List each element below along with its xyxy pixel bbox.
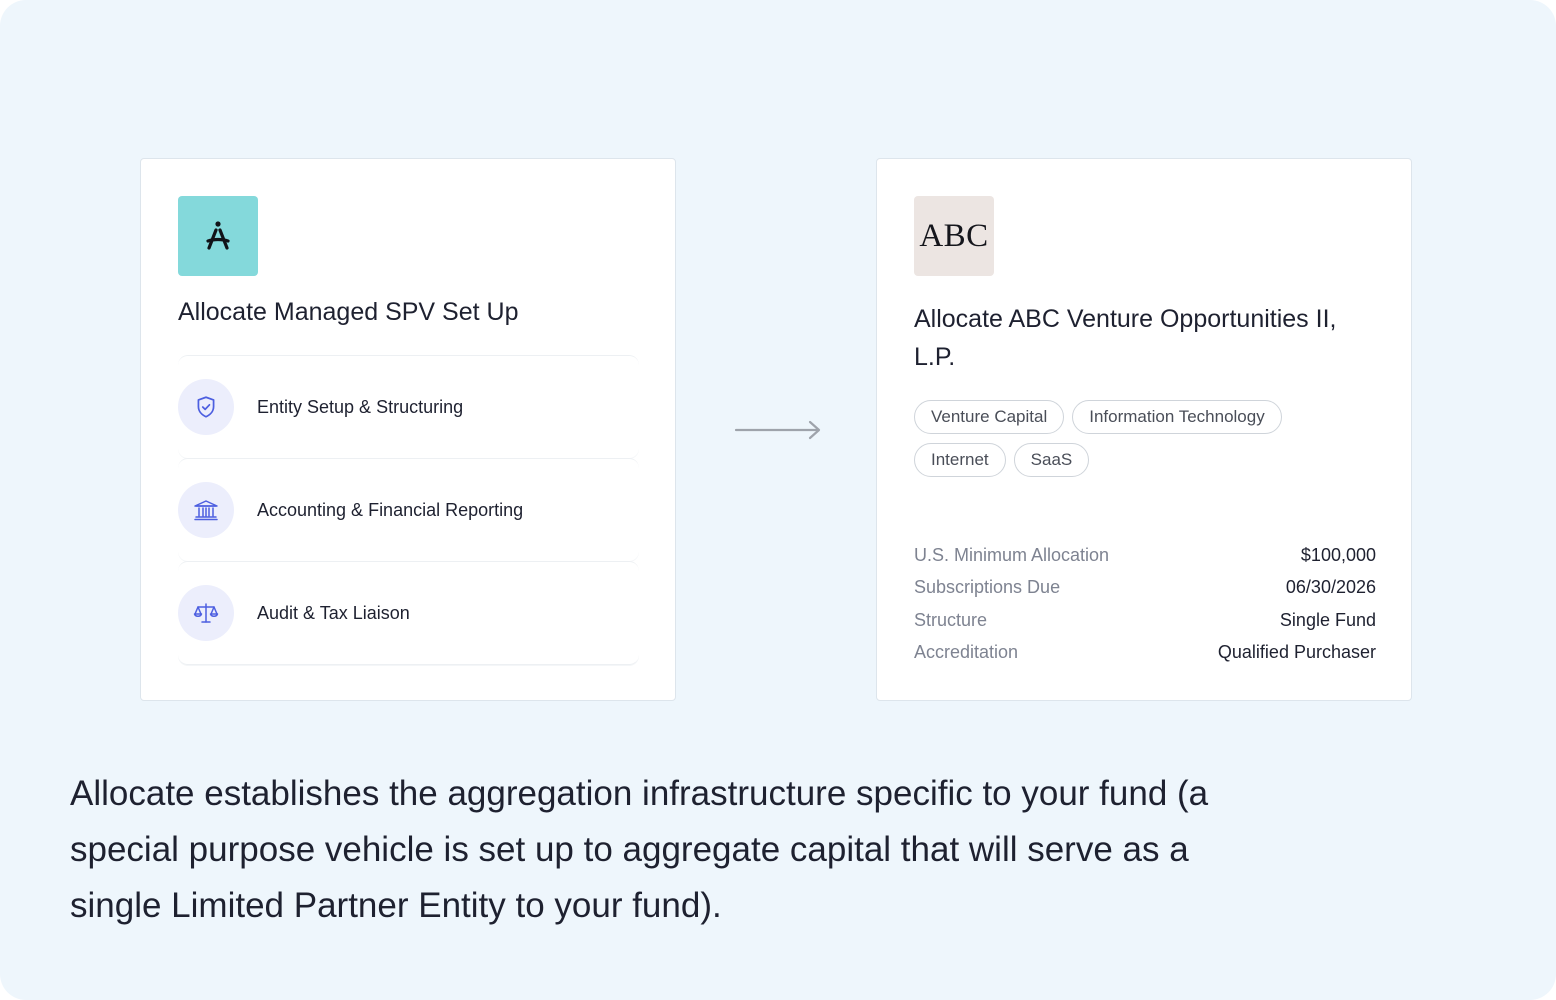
detail-label: Accreditation bbox=[914, 642, 1019, 663]
fund-card-title: Allocate ABC Venture Opportunities II, L… bbox=[914, 305, 1337, 371]
tag-internet: Internet bbox=[914, 443, 1006, 477]
spv-card-title: Allocate Managed SPV Set Up bbox=[178, 298, 519, 326]
abc-logo: ABC bbox=[914, 196, 994, 276]
tag-information-technology: Information Technology bbox=[1072, 400, 1282, 434]
scale-icon bbox=[178, 585, 234, 641]
service-label: Entity Setup & Structuring bbox=[257, 396, 464, 417]
detail-value: $100,000 bbox=[1300, 544, 1376, 565]
right-arrow-icon bbox=[734, 418, 824, 447]
detail-label: U.S. Minimum Allocation bbox=[914, 544, 1110, 565]
detail-label: Structure bbox=[914, 609, 988, 630]
detail-row-subscriptions-due: Subscriptions Due 06/30/2026 bbox=[914, 572, 1376, 605]
tag-venture-capital: Venture Capital bbox=[914, 400, 1065, 434]
detail-value: Qualified Purchaser bbox=[1217, 642, 1376, 663]
service-label: Audit & Tax Liaison bbox=[257, 602, 410, 623]
detail-row-structure: Structure Single Fund bbox=[914, 604, 1376, 637]
fund-card: ABC Allocate ABC Venture Opportunities I… bbox=[876, 158, 1412, 701]
tag-saas: SaaS bbox=[1013, 443, 1090, 477]
fund-details: U.S. Minimum Allocation $100,000 Subscri… bbox=[914, 539, 1376, 669]
spv-setup-card: Allocate Managed SPV Set Up Entity Setup… bbox=[140, 158, 676, 701]
service-accounting: Accounting & Financial Reporting bbox=[178, 458, 639, 561]
service-entity-setup: Entity Setup & Structuring bbox=[178, 355, 639, 458]
allocate-logo-icon bbox=[178, 196, 258, 276]
detail-label: Subscriptions Due bbox=[914, 577, 1061, 598]
shield-check-icon bbox=[178, 379, 234, 435]
detail-row-accreditation: Accreditation Qualified Purchaser bbox=[914, 637, 1376, 670]
fund-tags: Venture Capital Information Technology I… bbox=[914, 400, 1384, 486]
description-caption: Allocate establishes the aggregation inf… bbox=[70, 774, 1209, 925]
detail-value: Single Fund bbox=[1279, 609, 1376, 630]
service-label: Accounting & Financial Reporting bbox=[257, 499, 524, 520]
service-audit-tax: Audit & Tax Liaison bbox=[178, 561, 639, 665]
services-list: Entity Setup & Structuring Accounting & … bbox=[178, 355, 639, 665]
bank-building-icon bbox=[178, 482, 234, 538]
detail-row-minimum-allocation: U.S. Minimum Allocation $100,000 bbox=[914, 539, 1376, 572]
detail-value: 06/30/2026 bbox=[1285, 577, 1376, 598]
